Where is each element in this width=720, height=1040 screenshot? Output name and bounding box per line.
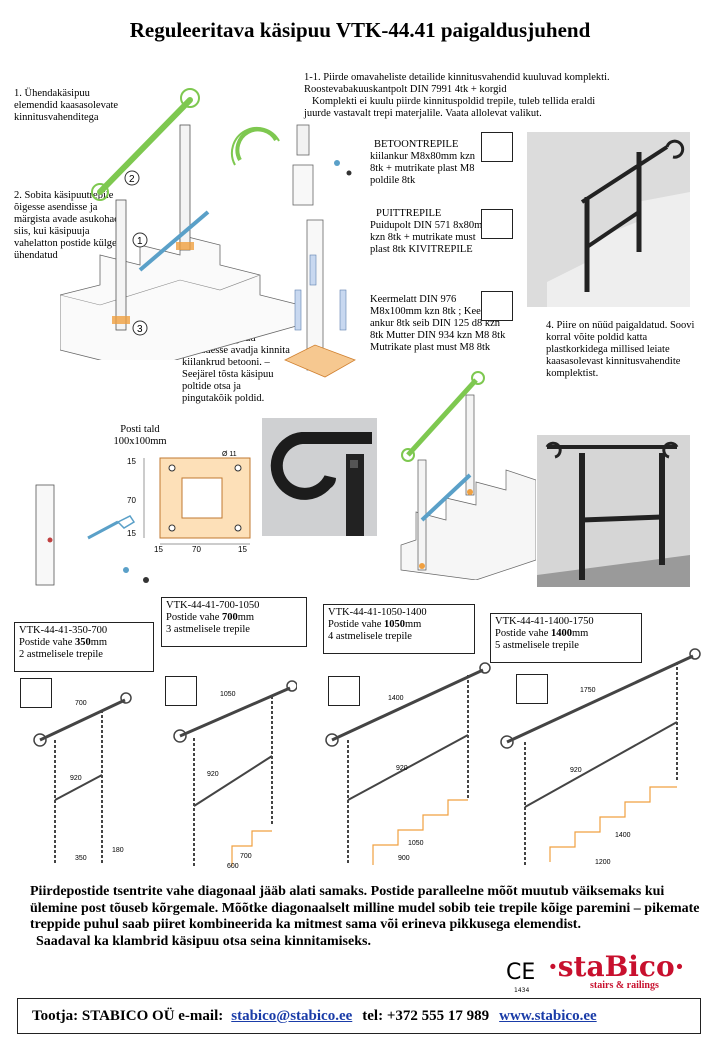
base-plate-drawing: 15 70 15 15 70 15 Ø 11 [127, 451, 251, 554]
option-stone-text: Keermelatt DIN 976 M8x100mm kzn 8tk ; Ke… [370, 294, 508, 353]
dim-horizontal: 700 [240, 853, 252, 860]
dim-hole-diameter: Ø 11 [222, 451, 237, 458]
model-dist-label: Postide vahe [166, 612, 222, 623]
post-exploded-diagram [230, 124, 356, 378]
dim-left-15: 15 [154, 545, 163, 554]
option-wood-checkbox[interactable] [481, 209, 513, 239]
dim-top-15: 15 [127, 457, 136, 466]
dim-mid-70: 70 [127, 496, 136, 505]
photo-handrail-scroll [262, 418, 377, 536]
post-bolt-diagram [35, 484, 149, 586]
logo-subtitle: stairs & railings [590, 980, 659, 991]
info-text-clamps: Saadaval ka klambrid käsipuu otsa seina … [36, 933, 371, 949]
callout-3: 3 [137, 324, 143, 335]
install-diagram: 1 2 3 [60, 88, 300, 360]
footer-contact: Tootja: STABICO OÜ e-mail: stabico@stabi… [17, 998, 701, 1034]
dim-diagonal: 1750 [580, 687, 596, 694]
base-plate-size: 100x100mm [113, 436, 167, 447]
info-text: Piirdepostide tsentrite vahe diagonaal j… [30, 884, 700, 932]
photo-railing-flat [537, 435, 690, 587]
model-box-350: VTK-44-41-350-700 Postide vahe 350mm 2 a… [14, 622, 154, 672]
model-unit: mm [90, 637, 108, 648]
email-link[interactable]: stabico@stabico.ee [231, 1007, 353, 1024]
model-dist-label: Postide vahe [328, 619, 384, 630]
footer-phone: tel: +372 555 17 989 [362, 1007, 490, 1024]
stabico-logo: ·staBico· [548, 950, 685, 983]
intro-line4: juurde vastavalt trepi materjalile. Vaat… [304, 108, 542, 119]
base-plate-label: Posti tald [120, 424, 160, 435]
model-code: VTK-44-41-1400-1750 [495, 616, 594, 627]
option-concrete: BETOONTREPILE kiilankur M8x80mm kzn 8tk … [370, 139, 476, 187]
intro-line1: 1-1. Piirde omavaheliste detailide kinni… [304, 72, 610, 83]
model-steps: 5 astmelisele trepile [495, 640, 579, 651]
step2-text: 2. Sobita käsipuutrepile õigesse asendis… [14, 190, 120, 261]
model-steps: 2 astmelisele trepile [19, 649, 103, 660]
option-wood: PUITTREPILE Puidupolt DIN 571 8x80mm kzn… [370, 208, 494, 256]
model-1400-checkbox[interactable] [516, 674, 548, 704]
model-code: VTK-44-41-350-700 [19, 625, 108, 636]
model-drawing-350: 700 920 350 180 [33, 692, 132, 865]
model-code: VTK-44-41-700-1050 [166, 600, 260, 611]
option-concrete-text: kiilankur M8x80mm kzn 8tk + mutrikate pl… [370, 151, 475, 186]
dim-horizontal: 350 [75, 855, 87, 862]
option-concrete-checkbox[interactable] [481, 132, 513, 162]
model-drawing-1400: 1750 920 1400 1200 [500, 648, 701, 866]
dim-height: 920 [70, 775, 82, 782]
model-unit: mm [237, 612, 255, 623]
page-title: Reguleeritava käsipuu VTK-44.41 paigaldu… [129, 18, 591, 42]
assembled-diagram [400, 371, 536, 580]
dim-diagonal: 1050 [220, 691, 236, 698]
callout-2: 2 [129, 174, 135, 185]
footer-label: Tootja: STABICO OÜ e-mail: [32, 1007, 224, 1024]
dim-base: 1200 [595, 859, 611, 866]
model-drawing-700: 1050 920 700 600 [173, 680, 297, 870]
dim-rise: 180 [112, 847, 124, 854]
intro-line3: Komplekti ei kuulu piirde kinnituspoldid… [312, 96, 596, 107]
option-concrete-head: BETOONTREPILE [374, 139, 459, 150]
option-wood-text: Puidupolt DIN 571 8x80mm kzn 8tk + mutri… [370, 220, 491, 255]
model-code: VTK-44-41-1050-1400 [328, 607, 427, 618]
step4-text: 4. Piire on nüüd paigaldatud. Soovi korr… [546, 320, 695, 379]
website-link[interactable]: www.stabico.ee [499, 1007, 597, 1024]
model-box-700: VTK-44-41-700-1050 Postide vahe 700mm 3 … [161, 597, 307, 647]
model-box-1400: VTK-44-41-1400-1750 Postide vahe 1400mm … [490, 613, 642, 663]
dim-height: 920 [396, 765, 408, 772]
callout-1: 1 [137, 236, 143, 247]
model-dist-label: Postide vahe [19, 637, 75, 648]
intro-text: 1-1. Piirde omavaheliste detailide kinni… [304, 72, 704, 120]
option-stone-checkbox[interactable] [481, 291, 513, 321]
photo-railing-installed [527, 132, 690, 307]
dim-horizontal: 1050 [408, 840, 424, 847]
model-700-checkbox[interactable] [165, 676, 197, 706]
intro-line2: Roostevabakuuskantpolt DIN 7991 4tk + ko… [304, 84, 507, 95]
model-dist-label: Postide vahe [495, 628, 551, 639]
model-350-checkbox[interactable] [20, 678, 52, 708]
dim-height: 920 [570, 767, 582, 774]
dim-right-15: 15 [238, 545, 247, 554]
model-dist: 350 [75, 637, 91, 648]
step1-text: 1. Ühendakäsipuu elemendid kaasasolevate… [14, 88, 119, 123]
dim-horizontal: 1400 [615, 832, 631, 839]
dim-diagonal: 700 [75, 700, 87, 707]
model-dist: 1400 [551, 628, 572, 639]
model-box-1050: VTK-44-41-1050-1400 Postide vahe 1050mm … [323, 604, 475, 654]
model-dist: 700 [222, 612, 238, 623]
info-paragraph: Piirdepostide tsentrite vahe diagonaal j… [30, 884, 700, 950]
dim-base: 900 [398, 855, 410, 862]
model-steps: 4 astmelisele trepile [328, 631, 412, 642]
model-unit: mm [572, 628, 589, 639]
model-dist: 1050 [384, 619, 405, 630]
model-1050-checkbox[interactable] [328, 676, 360, 706]
ce-mark-icon: CE [506, 960, 536, 985]
dim-bot-15: 15 [127, 529, 136, 538]
model-drawing-1050: 1400 920 1050 900 [325, 662, 491, 865]
model-steps: 3 astmelisele trepile [166, 624, 250, 635]
dim-base: 600 [227, 863, 239, 870]
dim-height: 920 [207, 771, 219, 778]
option-wood-head: PUITTREPILE [376, 208, 442, 219]
dim-width-70: 70 [192, 545, 201, 554]
dim-diagonal: 1400 [388, 695, 404, 702]
ce-number: 1434 [514, 987, 530, 994]
model-unit: mm [405, 619, 422, 630]
